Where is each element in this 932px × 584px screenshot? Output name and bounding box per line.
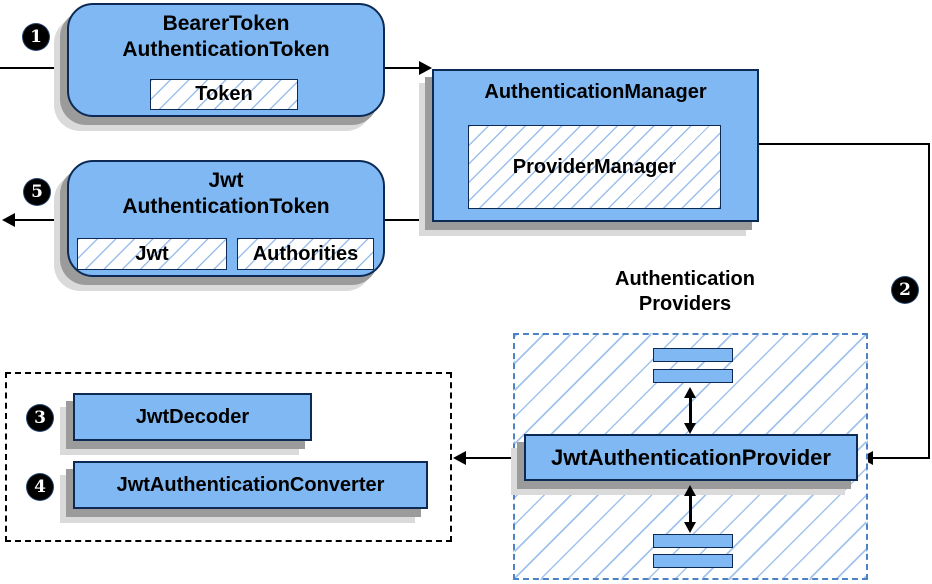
- double-arrow-icon: [684, 387, 697, 434]
- double-arrow-icon: [684, 485, 697, 533]
- title-line-2: AuthenticationToken: [122, 38, 330, 61]
- provider-placeholder-bar: [653, 554, 733, 568]
- title-line-1: BearerToken: [162, 12, 290, 35]
- jwt-components-container: [5, 372, 452, 542]
- arrow-up-icon: [684, 387, 696, 398]
- provider-manager-field: ProviderManager: [468, 125, 721, 209]
- label-line-2: Providers: [638, 293, 732, 315]
- authentication-manager-node: AuthenticationManager ProviderManager: [432, 69, 759, 222]
- bearer-to-manager-line: [385, 67, 419, 69]
- step-1-badge: 1: [23, 24, 49, 50]
- node-title: AuthenticationManager: [484, 81, 707, 103]
- arrow-right-icon: [419, 61, 432, 75]
- manager-to-provider-line-vertical: [928, 143, 930, 459]
- incoming-request-line: [0, 67, 66, 69]
- jwt-authentication-token-node: Jwt AuthenticationToken Jwt Authorities: [67, 160, 385, 277]
- manager-to-provider-line-top: [759, 143, 930, 145]
- arrow-stem: [689, 395, 692, 426]
- jwt-field: Jwt: [77, 238, 227, 270]
- provider-placeholder-bar: [653, 348, 733, 362]
- title-line-2: AuthenticationToken: [122, 195, 330, 218]
- label-line-1: Authentication: [615, 268, 755, 290]
- jwt-token-out-line: [14, 219, 67, 221]
- manager-to-provider-line-bottom: [873, 457, 930, 459]
- arrow-left-icon: [453, 451, 466, 465]
- arrow-down-icon: [684, 423, 696, 434]
- authorities-field: Authorities: [237, 238, 374, 270]
- provider-placeholder-bar: [653, 534, 733, 548]
- jwt-authentication-provider-node: JwtAuthenticationProvider: [524, 434, 858, 481]
- provider-placeholder-bar: [653, 369, 733, 383]
- step-5-badge: 5: [24, 179, 50, 205]
- arrow-down-icon: [684, 522, 696, 533]
- node-title: Jwt AuthenticationToken: [69, 162, 383, 220]
- manager-to-jwt-token-line: [385, 219, 432, 221]
- jwt-decoder-node: JwtDecoder: [73, 393, 312, 441]
- bearer-token-authentication-token-node: BearerToken AuthenticationToken Token: [67, 3, 385, 117]
- arrow-left-icon: [2, 213, 15, 227]
- title-line-1: Jwt: [208, 169, 244, 192]
- token-field: Token: [150, 79, 298, 110]
- step-4-badge: 4: [27, 474, 53, 500]
- node-title: BearerToken AuthenticationToken: [69, 5, 383, 63]
- authentication-providers-label: Authentication Providers: [585, 267, 785, 317]
- step-3-badge: 3: [27, 405, 53, 431]
- jwt-authentication-converter-node: JwtAuthenticationConverter: [73, 461, 428, 509]
- provider-to-decoder-line: [466, 457, 524, 459]
- arrow-stem: [689, 493, 692, 525]
- step-2-badge: 2: [892, 277, 918, 303]
- arrow-up-icon: [684, 485, 696, 496]
